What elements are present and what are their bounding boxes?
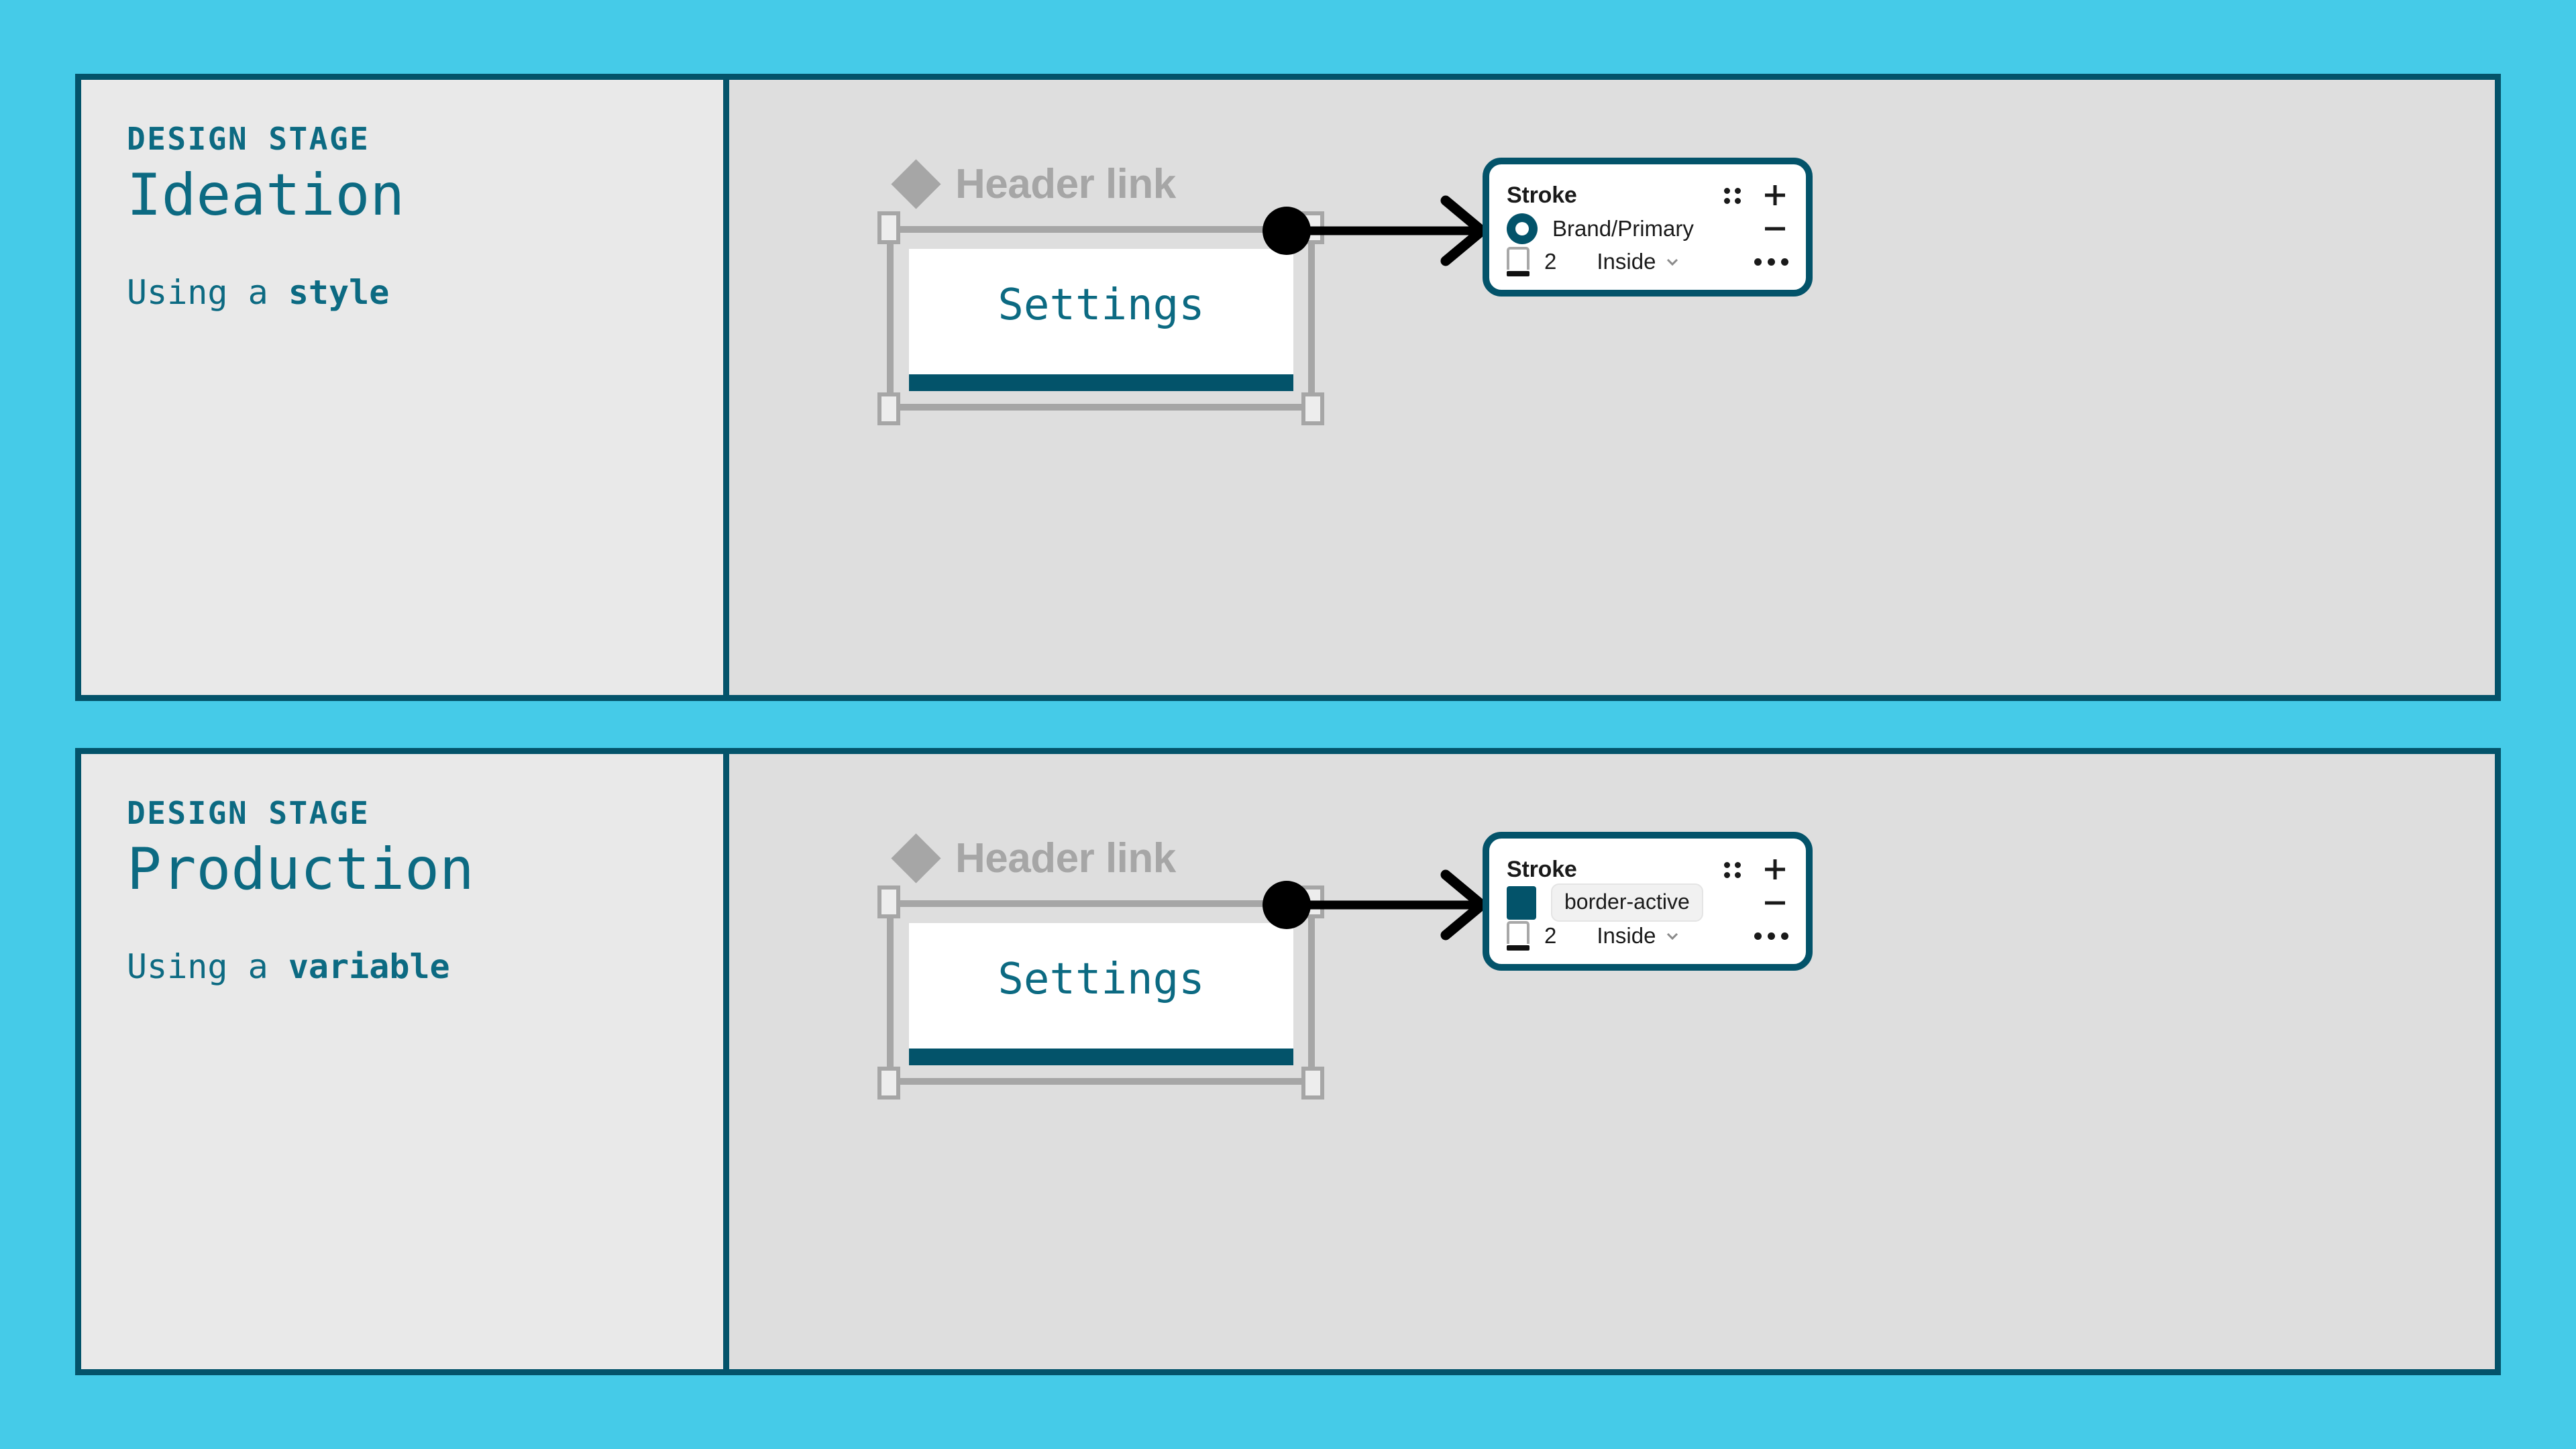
selection-handle-top-left[interactable]	[877, 885, 900, 918]
stroke-weight-value[interactable]: 2	[1544, 249, 1557, 274]
caption-column-ideation: DESIGN STAGE Ideation Using a style	[81, 80, 729, 695]
selection-handle-bottom-left[interactable]	[877, 1067, 900, 1099]
selection-edge-bottom	[894, 404, 1308, 411]
stroke-align-value: Inside	[1597, 923, 1656, 948]
stroke-weight-icon[interactable]	[1507, 921, 1529, 951]
selection-edge-top	[894, 900, 1308, 907]
dot-grid-icon[interactable]	[1721, 858, 1744, 881]
selection-handle-top-right[interactable]	[1301, 885, 1324, 918]
stroke-paint-row: Brand/Primary	[1507, 213, 1788, 245]
minus-icon[interactable]	[1762, 890, 1788, 916]
stroke-weight-row: 2 Inside	[1507, 246, 1788, 278]
caption-eyebrow: DESIGN STAGE	[127, 795, 370, 831]
selection-edge-left	[887, 907, 894, 1078]
header-link-label: Header link	[955, 161, 1176, 207]
diamond-cluster-icon	[891, 833, 941, 883]
connector-arrowhead	[1440, 869, 1490, 941]
stroke-paint-name[interactable]: Brand/Primary	[1552, 215, 1694, 241]
stroke-weight-row: 2 Inside	[1507, 920, 1788, 952]
selection-edge-right	[1308, 907, 1315, 1078]
selection-handle-bottom-left[interactable]	[877, 392, 900, 425]
connector-arrowhead	[1440, 195, 1490, 266]
chevron-down-icon	[1667, 932, 1678, 941]
style-ring-icon[interactable]	[1507, 213, 1538, 244]
selection-edge-bottom	[894, 1078, 1308, 1085]
settings-button[interactable]: Settings	[909, 923, 1293, 1065]
caption-stage-name: Production	[127, 835, 474, 903]
settings-button-label: Settings	[998, 954, 1205, 1004]
settings-button-label: Settings	[998, 280, 1205, 330]
color-swatch-icon[interactable]	[1507, 885, 1536, 920]
stroke-panel-header: Stroke	[1507, 853, 1788, 885]
stroke-weight-icon[interactable]	[1507, 247, 1529, 276]
ellipsis-icon[interactable]	[1754, 258, 1788, 266]
selection-edge-left	[887, 233, 894, 404]
diamond-cluster-icon	[891, 158, 941, 209]
selection-handle-bottom-right[interactable]	[1301, 392, 1324, 425]
stroke-align-value: Inside	[1597, 249, 1656, 274]
chevron-down-icon	[1667, 258, 1678, 266]
stroke-align-select[interactable]: Inside	[1597, 923, 1681, 949]
selection-handle-top-right[interactable]	[1301, 211, 1324, 244]
stroke-align-select[interactable]: Inside	[1597, 249, 1681, 274]
stroke-panel-title: Stroke	[1507, 182, 1577, 208]
caption-eyebrow: DESIGN STAGE	[127, 121, 370, 157]
caption-note: Using a variable	[127, 947, 723, 986]
stage-panel-ideation: DESIGN STAGE Ideation Using a style Head…	[75, 74, 2501, 701]
stroke-paint-row: border-active	[1507, 883, 1788, 922]
selection-frame[interactable]: Settings	[877, 211, 1324, 425]
settings-button[interactable]: Settings	[909, 249, 1293, 391]
caption-note-emphasis: style	[288, 273, 390, 313]
stroke-variable-chip[interactable]: border-active	[1551, 883, 1703, 922]
ellipsis-icon[interactable]	[1754, 932, 1788, 940]
stroke-panel: Stroke Brand/Primary	[1483, 158, 1813, 297]
plus-icon[interactable]	[1762, 182, 1788, 209]
caption-column-production: DESIGN STAGE Production Using a variable	[81, 754, 729, 1369]
selection-edge-right	[1308, 233, 1315, 404]
caption-note-prefix: Using a	[127, 273, 288, 313]
plus-icon[interactable]	[1762, 856, 1788, 883]
stroke-weight-value[interactable]: 2	[1544, 923, 1557, 948]
stroke-panel-header: Stroke	[1507, 179, 1788, 211]
header-link-mock: Header link	[891, 158, 1176, 209]
selection-edge-top	[894, 226, 1308, 233]
caption-note-emphasis: variable	[288, 947, 450, 987]
selection-handle-bottom-right[interactable]	[1301, 1067, 1324, 1099]
design-canvas-ideation: Header link Settings	[729, 80, 2495, 695]
header-link-mock: Header link	[891, 833, 1176, 883]
stage-panel-production: DESIGN STAGE Production Using a variable…	[75, 748, 2501, 1375]
selection-handle-top-left[interactable]	[877, 211, 900, 244]
dot-grid-icon[interactable]	[1721, 184, 1744, 207]
selection-frame[interactable]: Settings	[877, 885, 1324, 1099]
stroke-panel: Stroke border-active	[1483, 832, 1813, 971]
minus-icon[interactable]	[1762, 215, 1788, 242]
caption-stage-name: Ideation	[127, 161, 405, 229]
header-link-label: Header link	[955, 835, 1176, 881]
design-canvas-production: Header link Settings	[729, 754, 2495, 1369]
caption-note: Using a style	[127, 273, 723, 312]
caption-note-prefix: Using a	[127, 947, 288, 987]
stroke-panel-title: Stroke	[1507, 856, 1577, 882]
